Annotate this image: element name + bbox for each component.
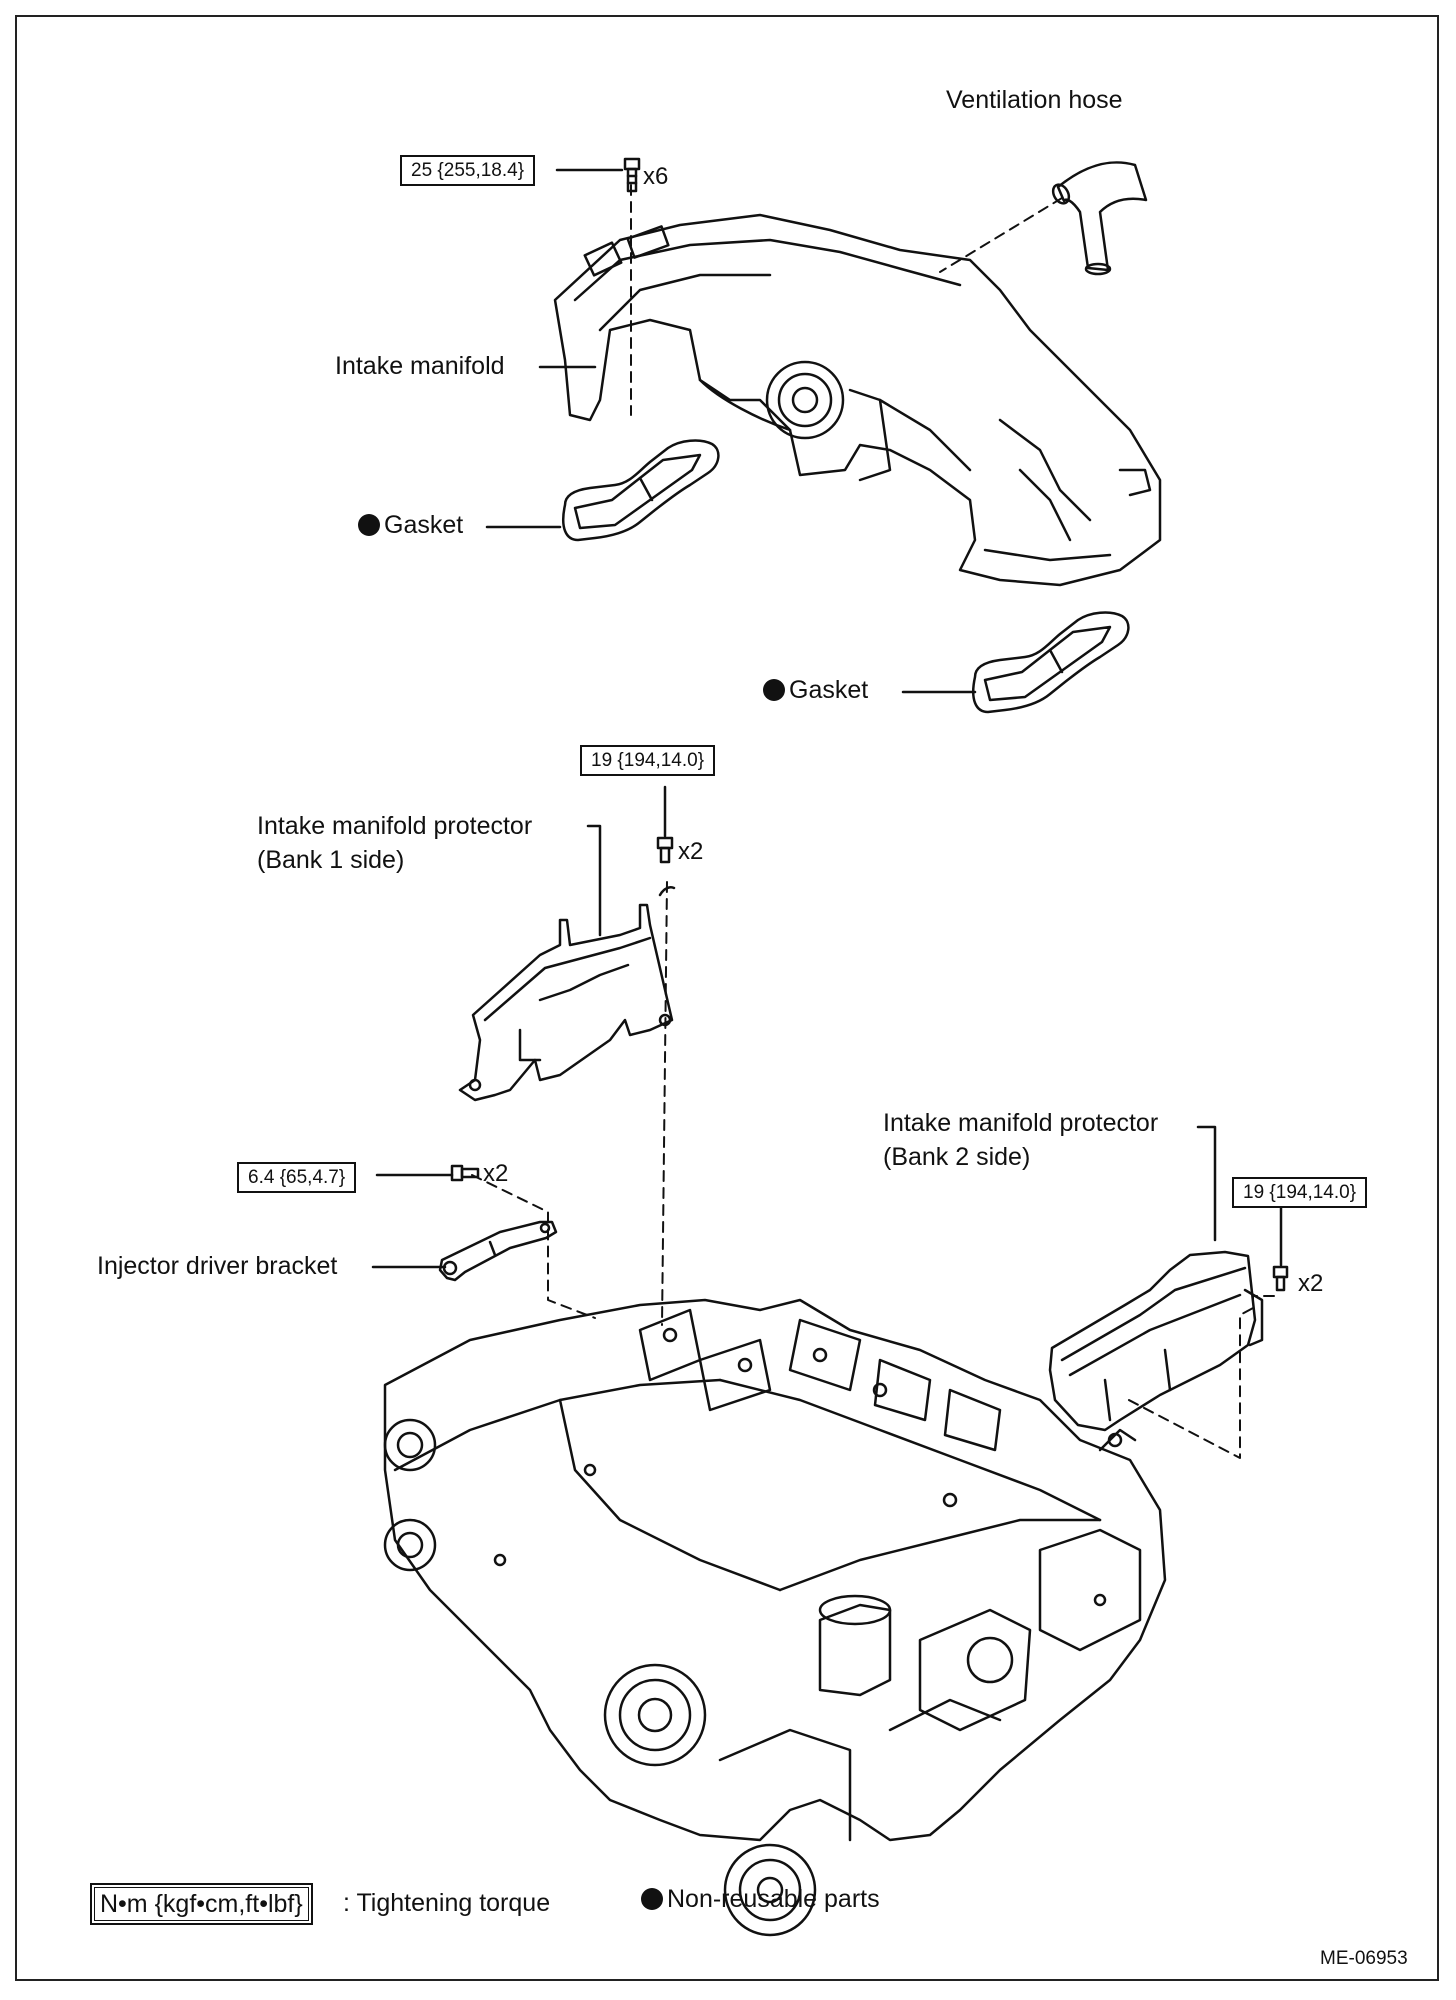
bolt-icon bbox=[623, 157, 641, 193]
ventilation-hose-drawing bbox=[1051, 161, 1148, 276]
legend-non-reusable-text: Non-reusable parts bbox=[667, 1885, 880, 1913]
protector-bank1-torque-box: 19 {194,14.0} bbox=[580, 745, 716, 776]
gasket-lower-label: Gasket bbox=[763, 675, 868, 706]
gasket-lower-text: Gasket bbox=[789, 676, 869, 704]
bolt-icon bbox=[1272, 1265, 1289, 1292]
gasket-lower-drawing bbox=[971, 611, 1130, 714]
protector-bank1-bolt-qty: x2 bbox=[678, 838, 704, 865]
bracket-torque-box: 6.4 {65,4.7} bbox=[237, 1162, 357, 1193]
bolt-icon bbox=[656, 836, 674, 864]
protector-bank1-drawing bbox=[458, 886, 676, 1102]
protector-bank2-bolt-qty: x2 bbox=[1298, 1270, 1324, 1297]
legend-torque-unit: N•m {kgf•cm,ft•lbf} bbox=[90, 1883, 313, 1925]
injector-driver-bracket-label: Injector driver bracket bbox=[97, 1252, 338, 1280]
non-reusable-dot-icon bbox=[641, 1888, 663, 1910]
protector-bank1-label-line1: Intake manifold protector bbox=[257, 812, 533, 840]
protector-bank2-drawing bbox=[1048, 1250, 1264, 1432]
bolt-icon bbox=[450, 1164, 480, 1182]
protector-bank2-label-line2: (Bank 2 side) bbox=[883, 1143, 1031, 1171]
manifold-bolt-qty: x6 bbox=[643, 163, 669, 190]
injector-driver-bracket-drawing bbox=[438, 1220, 558, 1282]
figure-code: ME-06953 bbox=[1320, 1948, 1408, 1969]
protector-bank2-label-line1: Intake manifold protector bbox=[883, 1109, 1159, 1137]
diagram-frame bbox=[15, 15, 1439, 1981]
non-reusable-dot-icon bbox=[763, 679, 785, 701]
intake-manifold-drawing bbox=[553, 213, 1162, 587]
gasket-upper-text: Gasket bbox=[384, 511, 464, 539]
manifold-torque-box: 25 {255,18.4} bbox=[400, 155, 536, 186]
ventilation-hose-label: Ventilation hose bbox=[946, 86, 1123, 114]
protector-bank1-label-line2: (Bank 1 side) bbox=[257, 846, 405, 874]
intake-manifold-label: Intake manifold bbox=[335, 352, 505, 380]
bracket-bolt-qty: x2 bbox=[483, 1160, 509, 1187]
assembly-dashed-lines bbox=[471, 184, 1275, 1459]
legend-torque-desc: : Tightening torque bbox=[343, 1889, 551, 1917]
gasket-upper-drawing bbox=[561, 439, 720, 542]
gasket-upper-label: Gasket bbox=[358, 510, 463, 541]
protector-bank2-torque-box: 19 {194,14.0} bbox=[1232, 1177, 1368, 1208]
engine-block-drawing bbox=[383, 1298, 1167, 1937]
legend-non-reusable: Non-reusable parts bbox=[641, 1884, 880, 1915]
non-reusable-dot-icon bbox=[358, 514, 380, 536]
leader-lines bbox=[371, 168, 1283, 1269]
